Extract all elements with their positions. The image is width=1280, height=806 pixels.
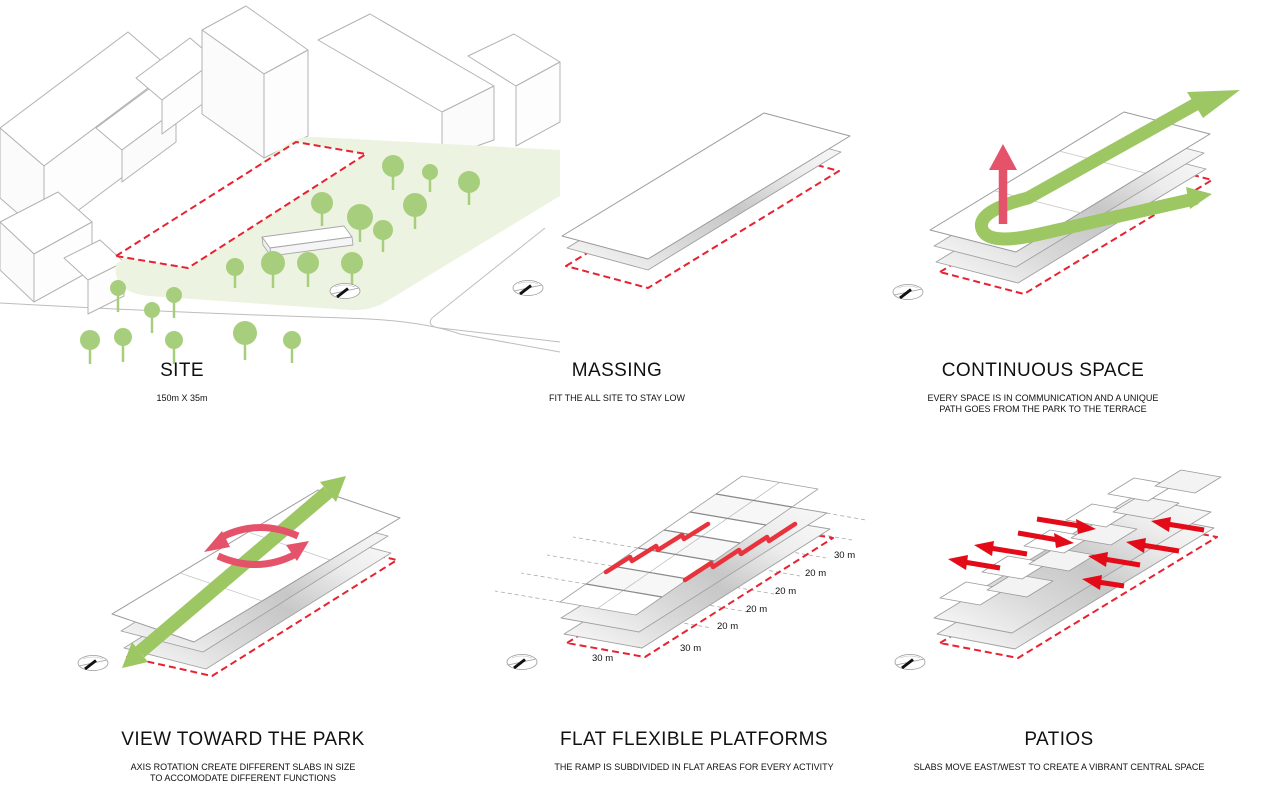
panel-title: VIEW TOWARD THE PARK: [121, 729, 365, 750]
continuous-space-label-block: CONTINUOUS SPACE EVERY SPACE IS IN COMMU…: [860, 360, 1226, 415]
dimension-label: 20 m: [746, 604, 767, 615]
panel-subtitle: FIT THE ALL SITE TO STAY LOW: [548, 393, 686, 403]
panel-subtitle: TO ACCOMODATE DIFFERENT FUNCTIONS: [149, 773, 336, 783]
view-axis-arrow: [122, 476, 346, 668]
flat-platforms-label-block: FLAT FLEXIBLE PLATFORMS THE RAMP IS SUBD…: [514, 729, 874, 773]
massing-label-block: MASSING FIT THE ALL SITE TO STAY LOW: [467, 360, 767, 404]
site-diagram: [0, 5, 561, 364]
tree: [80, 155, 480, 364]
site-label-block: SITE 150m X 35m: [32, 360, 332, 404]
trees: [80, 155, 480, 364]
rotation-arrows: [204, 524, 309, 568]
north-arrow-icon: [505, 653, 539, 671]
panel-subtitle: AXIS ROTATION CREATE DIFFERENT SLABS IN …: [130, 762, 356, 772]
dimension-label: 20 m: [717, 621, 738, 632]
slide-arrow-east: [1082, 517, 1205, 590]
dimension-label: 30 m: [680, 643, 701, 654]
north-arrow-icon: [511, 279, 545, 297]
panel-title: MASSING: [571, 360, 663, 381]
panel-subtitle: THE RAMP IS SUBDIVIDED IN FLAT AREAS FOR…: [554, 762, 834, 772]
slab-top: [561, 112, 851, 260]
dimension-label: 30 m: [592, 653, 613, 664]
panel-subtitle: PATH GOES FROM THE PARK TO THE TERRACE: [939, 404, 1147, 414]
context-buildings: [0, 5, 561, 315]
slide-arrows: [948, 516, 1205, 590]
continuous-space-diagram: [891, 90, 1240, 301]
view-toward-park-label-block: VIEW TOWARD THE PARK AXIS ROTATION CREAT…: [63, 729, 423, 784]
north-arrow-icon: [328, 282, 362, 300]
dimension-label: 20 m: [775, 586, 796, 597]
site-boundary-dashed: [115, 141, 367, 269]
ramp-edge-lines: [603, 521, 798, 583]
patios-label-block: PATIOS SLABS MOVE EAST/WEST TO CREATE A …: [879, 729, 1239, 773]
panel-subtitle: SLABS MOVE EAST/WEST TO CREATE A VIBRANT…: [913, 762, 1205, 772]
massing-diagram: [561, 112, 851, 289]
north-arrow-icon: [76, 654, 110, 672]
patios-diagram: [893, 469, 1222, 671]
panel-title: CONTINUOUS SPACE: [941, 360, 1145, 381]
flat-platforms-diagram: 30 m 20 m 20 m 20 m 20 m 30 m 30 m: [494, 475, 867, 671]
panel-title: FLAT FLEXIBLE PLATFORMS: [560, 729, 828, 750]
north-arrow-icon: [893, 653, 927, 671]
vertical-connection-arrow: [989, 144, 1017, 224]
path-branch-arrow: [1149, 187, 1212, 212]
continuous-path-arrow: [974, 90, 1240, 246]
panel-title: PATIOS: [1024, 729, 1094, 750]
panel-subtitle: EVERY SPACE IS IN COMMUNICATION AND A UN…: [927, 393, 1159, 403]
panel-subtitle: 150m X 35m: [156, 393, 208, 403]
north-arrow-icon: [891, 283, 925, 301]
view-toward-park-diagram: [76, 476, 401, 677]
dimension-label: 20 m: [805, 568, 826, 579]
dimension-label: 30 m: [834, 550, 855, 561]
panel-title: SITE: [160, 360, 204, 381]
dimension-labels: 30 m 20 m 20 m 20 m 20 m 30 m 30 m: [592, 550, 855, 664]
existing-building: [261, 225, 354, 257]
slide-arrow-west: [948, 516, 1096, 571]
